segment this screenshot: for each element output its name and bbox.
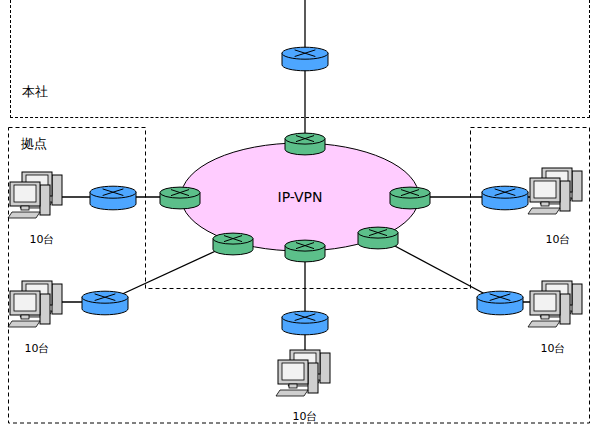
pc-tower xyxy=(560,181,570,211)
pc-group xyxy=(528,168,582,214)
pc-monitor xyxy=(530,178,560,202)
network-wire xyxy=(304,0,305,143)
router-icon xyxy=(358,227,398,249)
pc-group xyxy=(276,350,330,396)
router-mark xyxy=(224,236,242,242)
pc-tower xyxy=(572,171,582,201)
router-top xyxy=(482,186,528,198)
pc-keyboard xyxy=(8,212,40,218)
router-top xyxy=(282,47,328,59)
pc-tower xyxy=(52,284,62,314)
router-icon xyxy=(282,311,328,335)
pc-stand xyxy=(21,315,29,319)
router-top xyxy=(285,240,325,251)
router-icon xyxy=(390,187,430,209)
network-wire xyxy=(378,237,500,302)
router-mark xyxy=(296,243,314,249)
pc-count: 10台 xyxy=(541,342,566,355)
pc-count: 10台 xyxy=(25,342,50,355)
router-mark xyxy=(171,190,189,196)
pc-group xyxy=(8,172,62,218)
pc-count: 10台 xyxy=(546,233,571,246)
pc-stand xyxy=(21,206,29,210)
pc-screen xyxy=(534,294,556,311)
region-name: 拠点 xyxy=(21,136,47,152)
pc-stand xyxy=(289,384,297,388)
pc-stand xyxy=(541,202,549,206)
router-icon xyxy=(285,240,325,262)
router-icon xyxy=(482,186,528,210)
router-top xyxy=(358,227,398,238)
router-icon xyxy=(282,47,328,71)
router-mark xyxy=(296,136,314,142)
router-icon xyxy=(160,187,200,209)
pc-keyboard xyxy=(528,208,560,214)
pc-screen xyxy=(14,294,36,311)
router-icon xyxy=(285,133,325,155)
network-name: IP-VPN xyxy=(278,189,323,206)
router-mark xyxy=(401,190,419,196)
router-mark xyxy=(103,189,124,196)
pc-tower xyxy=(320,353,330,383)
pc-monitor xyxy=(10,182,40,206)
router-mark xyxy=(495,189,516,196)
pc-keyboard xyxy=(276,390,308,396)
router-mark xyxy=(369,230,387,236)
pc-count: 10台 xyxy=(293,410,318,423)
pc-keyboard xyxy=(8,321,40,327)
pc-stand xyxy=(541,315,549,319)
router-icon xyxy=(90,186,136,210)
router-mark xyxy=(103,189,124,196)
router-mark xyxy=(296,136,314,142)
region-name: 本社 xyxy=(22,84,48,100)
router-mark xyxy=(95,294,116,301)
router-mark xyxy=(171,190,189,196)
router-mark xyxy=(495,189,516,196)
network-wire xyxy=(105,243,233,302)
router-mark xyxy=(295,314,316,321)
pc-tower xyxy=(572,284,582,314)
router-top xyxy=(285,133,325,144)
pc-group xyxy=(8,281,62,327)
pc-screen xyxy=(282,363,304,380)
router-top xyxy=(160,187,200,198)
pc-monitor xyxy=(278,360,308,384)
pc-tower xyxy=(308,363,318,393)
router-mark xyxy=(295,50,316,57)
router-top xyxy=(213,233,253,244)
pc-keyboard xyxy=(528,321,560,327)
router-icon xyxy=(213,233,253,255)
pc-count: 10台 xyxy=(30,233,55,246)
region-shape xyxy=(9,128,590,424)
pc-group xyxy=(528,281,582,327)
router-top xyxy=(90,186,136,198)
router-top xyxy=(477,291,523,303)
router-icon xyxy=(82,291,128,315)
router-mark xyxy=(295,314,316,321)
router-top xyxy=(390,187,430,198)
cloud-shape xyxy=(181,143,419,251)
router-mark xyxy=(95,294,116,301)
router-top xyxy=(82,291,128,303)
pc-tower xyxy=(52,175,62,205)
router-mark xyxy=(369,230,387,236)
router-mark xyxy=(296,243,314,249)
router-top xyxy=(282,311,328,323)
pc-monitor xyxy=(530,291,560,315)
router-mark xyxy=(490,294,511,301)
pc-monitor xyxy=(10,291,40,315)
router-mark xyxy=(224,236,242,242)
pc-tower xyxy=(40,185,50,215)
pc-screen xyxy=(14,185,36,202)
pc-tower xyxy=(560,294,570,324)
router-icon xyxy=(477,291,523,315)
pc-screen xyxy=(534,181,556,198)
pc-tower xyxy=(40,294,50,324)
router-mark xyxy=(401,190,419,196)
router-mark xyxy=(490,294,511,301)
router-mark xyxy=(295,50,316,57)
